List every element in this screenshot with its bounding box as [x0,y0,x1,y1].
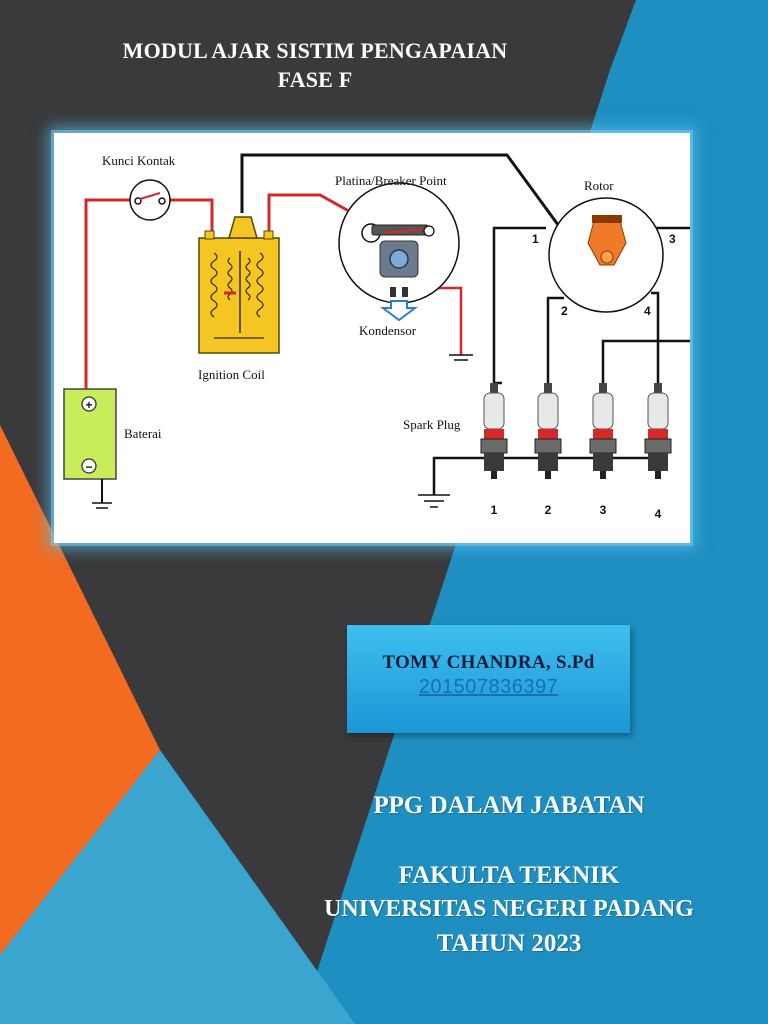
ignition-coil-icon [198,216,280,354]
wire-rotor-plug-2 [546,296,564,383]
rotor-terminal-3: 3 [669,232,676,246]
label-kondensor: Kondensor [359,323,417,338]
spark-plug-4-icon [644,383,672,479]
ignition-diagram: Kunci Kontak Ignition Coil [54,133,690,543]
title-line-2: FASE F [277,67,353,92]
spark-plug-number-3: 3 [600,503,607,517]
ground-symbol-kondensor [449,354,473,361]
rotor-terminal-4: 4 [644,304,651,318]
spark-plug-2-icon [534,383,562,479]
label-spark-plug: Spark Plug [403,417,461,432]
publication-year: TAHUN 2023 [436,930,582,957]
label-baterai: Baterai [124,426,162,441]
author-id: 201507836397 [418,676,559,698]
ignition-circuit: Kunci Kontak Ignition Coil [63,153,690,521]
key-switch-icon [129,179,171,221]
battery-positive-symbol: + [85,398,92,412]
label-rotor: Rotor [584,178,614,193]
ground-bus [432,456,657,495]
program-name: PPG DALAM JABATAN [373,792,645,819]
spark-plug-number-1: 1 [491,503,498,517]
wire-rotor-plug-4 [651,291,660,383]
wire-switch-coil [169,198,214,231]
wire-coil-platina [267,193,375,231]
wire-coil-rotor [240,153,566,234]
spark-plug-3-icon [589,383,617,479]
cover-title: MODUL AJAR SISTIM PENGAPAIAN FASE F [60,36,570,94]
faculty-name: FAKULTA TEKNIK [398,862,620,889]
rotor-terminal-2: 2 [561,304,568,318]
title-line-1: MODUL AJAR SISTIM PENGAPAIAN [122,38,508,63]
orange-triangle [0,425,160,955]
spark-plug-number-2: 2 [545,503,552,517]
rotor-terminal-1: 1 [532,232,539,246]
battery-icon [63,388,117,503]
label-ignition-coil: Ignition Coil [198,367,265,382]
wire-battery-switch [84,198,131,389]
label-platina: Platina/Breaker Point [335,173,447,188]
wire-rotor-plug-1 [492,226,546,385]
author-name: TOMY CHANDRA, S.Pd [382,652,595,673]
label-kunci-kontak: Kunci Kontak [102,153,176,168]
breaker-point-icon [338,182,460,322]
light-blue-triangle [0,750,355,1024]
spark-plug-1-icon [480,383,508,479]
university-name: UNIVERSITAS NEGERI PADANG [324,896,694,922]
wire-plug-return [601,339,690,383]
spark-plug-number-4: 4 [655,507,662,521]
rotor-icon [548,197,664,313]
battery-negative-symbol: − [85,460,92,474]
author-box: TOMY CHANDRA, S.Pd 201507836397 [347,625,630,733]
ground-symbol-battery [92,502,112,509]
ground-symbol-plugs [418,494,450,508]
